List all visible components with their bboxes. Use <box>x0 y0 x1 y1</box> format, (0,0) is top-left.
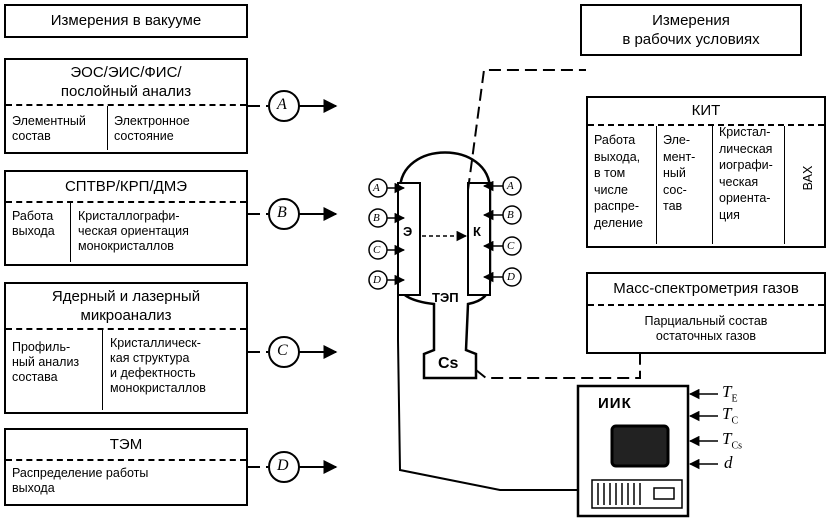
box-c-title-1: Ядерный и лазерный <box>51 288 201 305</box>
circle-a-icon <box>268 90 338 122</box>
collector-plate <box>467 182 491 296</box>
collector-label: К <box>473 224 481 239</box>
divider <box>712 126 713 244</box>
link-to-mass <box>475 354 641 379</box>
divider <box>588 124 824 126</box>
box-b-title: СПТВР/КРП/ДМЭ <box>64 178 188 195</box>
iik-input-arrows <box>688 388 718 470</box>
emitter-plate <box>397 182 421 296</box>
kit-col2: Эле-мент-ный сос-тав <box>663 133 696 213</box>
reservoir-label: Cs <box>438 355 459 372</box>
left-small-arrows <box>387 182 406 286</box>
divider <box>6 104 246 106</box>
small-marker-right-d: D <box>507 271 515 283</box>
divider <box>784 126 785 244</box>
divider <box>107 106 108 150</box>
circle-d-label: D <box>277 457 289 474</box>
divider <box>6 459 246 461</box>
mass-box: Масс-спектрометрия газов Парциальный сос… <box>586 272 826 354</box>
iik-label: ИИК <box>598 395 632 412</box>
iik-input-d: d <box>724 453 733 472</box>
emitter-label: Э <box>403 224 413 239</box>
box-c-title-2: микроанализ <box>80 307 172 324</box>
circle-a-label: A <box>277 96 287 113</box>
right-small-arrows <box>482 180 503 283</box>
small-marker-left-b: B <box>373 212 380 224</box>
circle-c-label: C <box>277 342 288 359</box>
small-marker-right-b: B <box>507 209 514 221</box>
divider <box>6 328 246 330</box>
box-c: Ядерный и лазерный микроанализ Профиль-н… <box>4 282 248 414</box>
small-marker-left-c: C <box>373 244 381 256</box>
small-marker-right-a: A <box>507 180 514 192</box>
circle-b-icon <box>268 198 338 230</box>
operating-header-1: Измерения <box>652 12 730 29</box>
small-marker-left-d: D <box>373 274 381 286</box>
divider <box>6 201 246 203</box>
iik-switch <box>653 487 675 500</box>
iik-input-tc: TC <box>722 404 739 427</box>
divider <box>102 330 103 410</box>
small-marker-right-c: C <box>507 240 515 252</box>
circle-b-label: B <box>277 204 287 221</box>
box-connectors <box>248 105 268 468</box>
iik-input-tcs: TCs <box>722 429 743 452</box>
circle-d-icon <box>268 451 338 483</box>
device-label: ТЭП <box>432 290 459 305</box>
divider <box>656 126 657 244</box>
box-a: ЭОС/ЭИС/ФИС/ послойный анализ Элементный… <box>4 58 248 154</box>
mass-title: Масс-спектрометрия газов <box>613 280 799 297</box>
kit-title: КИТ <box>691 102 721 119</box>
iik-vent-lines <box>597 483 641 505</box>
operating-header-2: в рабочих условиях <box>622 31 760 48</box>
iik-input-te: TE <box>722 382 738 405</box>
iik-screen <box>610 424 670 468</box>
vacuum-header: Измерения в вакууме <box>50 12 202 29</box>
circle-c-icon <box>268 336 338 368</box>
divider <box>70 203 71 262</box>
left-small-markers <box>368 178 388 290</box>
vacuum-header-box: Измерения в вакууме <box>4 4 248 38</box>
box-a-title-2: послойный анализ <box>60 83 192 100</box>
link-to-kit <box>467 69 586 191</box>
box-d-title: ТЭМ <box>109 436 143 453</box>
small-marker-left-a: A <box>373 182 380 194</box>
operating-header-box: Измерения в рабочих условиях <box>580 4 802 56</box>
box-a-title-1: ЭОС/ЭИС/ФИС/ <box>70 64 182 81</box>
wire-to-iik <box>397 295 594 491</box>
divider <box>588 304 824 306</box>
